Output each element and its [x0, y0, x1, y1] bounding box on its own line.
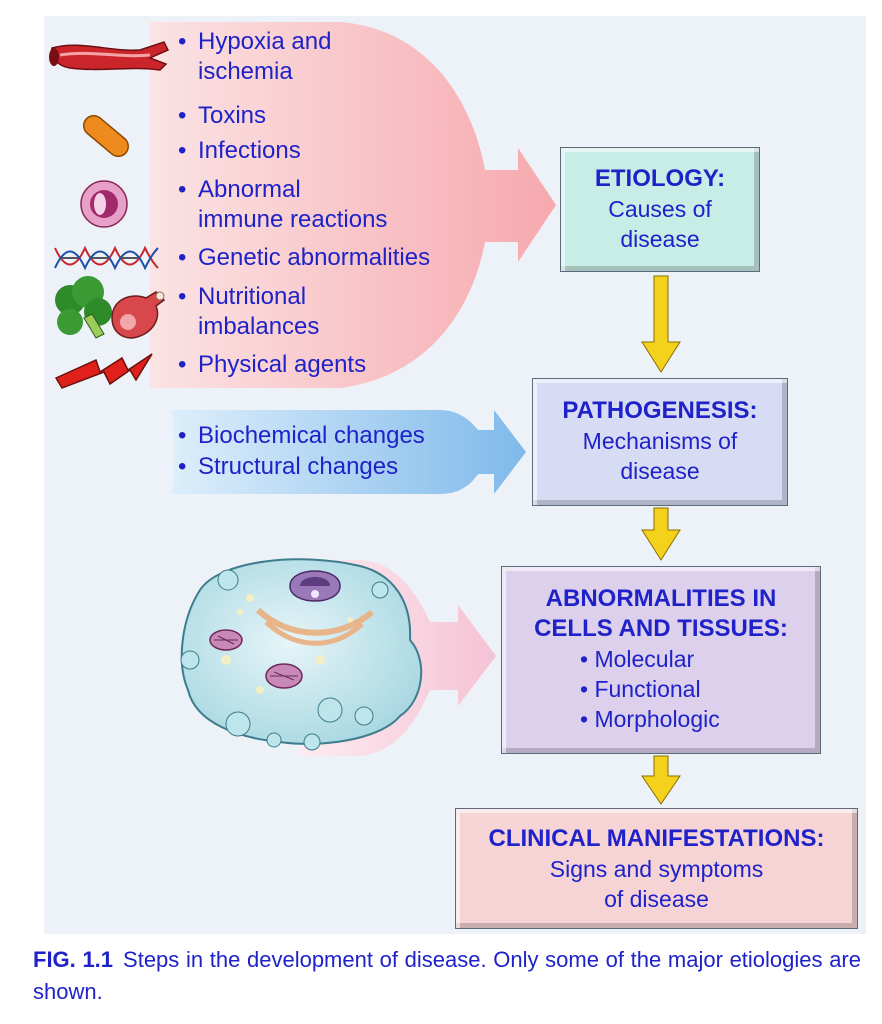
cause-toxins: •Toxins — [178, 102, 267, 129]
abnormality-item: • Molecular — [580, 646, 695, 672]
pathogenesis-box: PATHOGENESIS: Mechanisms of disease — [532, 378, 788, 506]
cell-icon — [180, 558, 423, 751]
cause-immune: •Abnormal immune reactions — [178, 176, 388, 233]
lightning-icon — [54, 353, 153, 389]
cause-hypoxia: •Hypoxia and ischemia — [178, 28, 332, 85]
blood-vessel-icon — [49, 41, 170, 71]
cause-hypoxia-line2: ischemia — [198, 58, 293, 85]
cause-nutritional: •Nutritional imbalances — [178, 283, 320, 340]
etiology-arrow — [150, 22, 556, 388]
pathogenesis-arrow — [172, 410, 526, 494]
dna-icon — [54, 245, 159, 271]
abnormalities-title-1: ABNORMALITIES IN — [545, 585, 777, 612]
meat-icon — [111, 291, 166, 339]
abnormalities-box: ABNORMALITIES IN CELLS AND TISSUES: • Mo… — [501, 566, 821, 754]
figure-label: FIG. 1.1 — [33, 947, 114, 972]
etiology-box: ETIOLOGY: Causes of disease — [560, 147, 760, 272]
connector-arrow-1 — [641, 275, 681, 373]
clinical-title: CLINICAL MANIFESTATIONS: — [488, 825, 825, 852]
caption-text: Steps in the development of disease. Onl… — [33, 947, 861, 1004]
abnormality-item: • Functional — [580, 676, 701, 702]
immune-cell-icon — [80, 180, 128, 228]
cause-physical: •Physical agents — [178, 351, 367, 378]
pathogenesis-title: PATHOGENESIS: — [562, 397, 758, 424]
connector-arrow-2 — [641, 507, 681, 561]
clinical-box: CLINICAL MANIFESTATIONS: Signs and sympt… — [455, 808, 858, 929]
cause-genetic: •Genetic abnormalities — [178, 244, 431, 271]
abnormalities-title-2: CELLS AND TISSUES: — [534, 615, 788, 642]
cause-hypoxia-line1: Hypoxia and — [198, 28, 332, 55]
change-structural: •Structural changes — [178, 453, 399, 480]
connector-arrow-3 — [641, 755, 681, 805]
etiology-title: ETIOLOGY: — [594, 165, 726, 192]
pill-icon — [82, 114, 130, 158]
diagram-graphics — [49, 22, 681, 805]
change-biochemical: •Biochemical changes — [178, 422, 425, 449]
cause-infections: •Infections — [178, 137, 301, 164]
abnormality-item: • Morphologic — [580, 706, 720, 732]
broccoli-icon — [55, 276, 112, 339]
